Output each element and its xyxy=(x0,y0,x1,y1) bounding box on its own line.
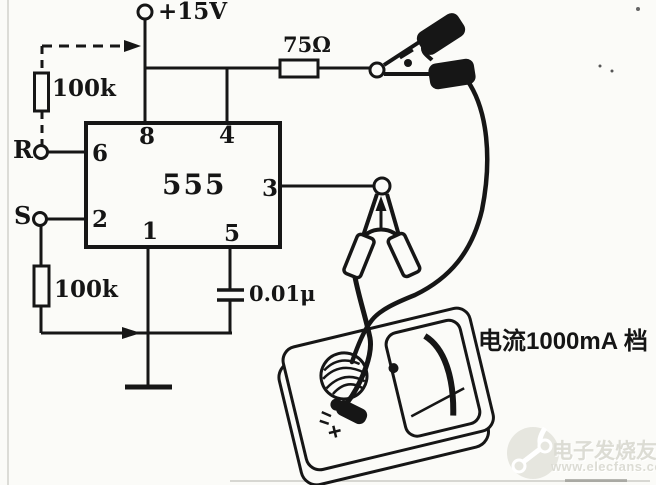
pin3-output-terminal xyxy=(372,176,392,196)
watermark-url: www.elecfans.com xyxy=(551,459,656,474)
input-wires xyxy=(39,150,86,333)
set-terminal xyxy=(32,211,48,227)
meter-scale-arc xyxy=(423,333,457,416)
meter-screw-dot xyxy=(388,363,399,374)
reset-input-label: R xyxy=(13,135,33,164)
watermark-logo xyxy=(507,426,559,479)
watermark-brand: 电子发烧友 xyxy=(552,440,656,463)
capacitor-symbol xyxy=(217,247,244,333)
test-lead-right xyxy=(349,77,490,365)
set-input-label: S xyxy=(14,201,32,230)
pin-label-1: 1 xyxy=(142,218,159,245)
power-rail-wires xyxy=(143,19,370,123)
resistor-100k-bottom-symbol xyxy=(32,264,51,308)
pin-label-4: 4 xyxy=(219,122,236,149)
resistor-100k-top-label: 100k xyxy=(52,75,116,102)
pin-label-8: 8 xyxy=(139,123,156,150)
test-lead-left xyxy=(341,269,373,410)
resistor-100k-bottom-label: 100k xyxy=(54,276,118,303)
multimeter xyxy=(277,306,495,485)
power-label: +15V xyxy=(158,0,228,25)
terminals xyxy=(32,3,392,227)
pin-label-5: 5 xyxy=(224,220,241,247)
scan-artifacts xyxy=(7,0,650,485)
alligator-clip-top xyxy=(382,13,476,90)
pin-label-6: 6 xyxy=(92,140,109,167)
capacitor-label: 0.01μ xyxy=(249,281,316,306)
meter-needle xyxy=(410,387,465,418)
ground-bus xyxy=(41,247,232,390)
resistor-75ohm-symbol xyxy=(278,58,320,79)
ic-555-label: 555 xyxy=(162,168,227,201)
alligator-clip-output xyxy=(342,193,422,280)
pin-label-2: 2 xyxy=(92,206,109,233)
dashed-feedback-path xyxy=(40,40,141,145)
reset-terminal xyxy=(33,144,49,160)
meter-window xyxy=(384,318,482,438)
pin-label-3: 3 xyxy=(262,175,279,202)
resistor-75ohm-label: 75Ω xyxy=(283,32,331,57)
supply-output-terminal xyxy=(368,61,386,79)
resistor-100k-top-symbol xyxy=(33,71,50,113)
meter-range-label: 电流1000mA 档 xyxy=(478,328,648,355)
power-terminal xyxy=(136,3,154,21)
